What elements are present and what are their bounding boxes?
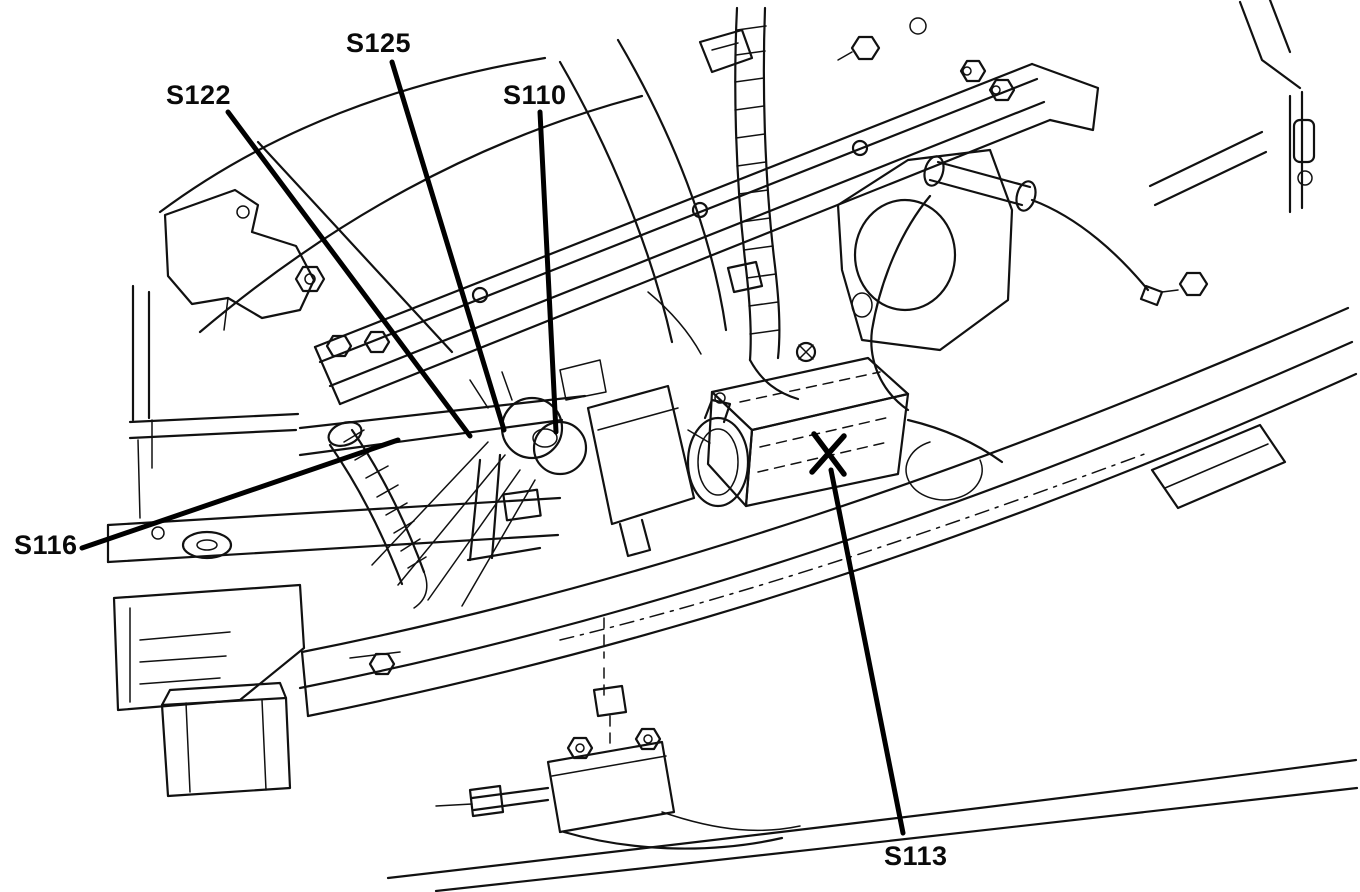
label-s125: S125 xyxy=(346,28,412,58)
junction-block xyxy=(706,356,1004,508)
relay-plate xyxy=(466,359,711,562)
bottom-body-lines xyxy=(386,758,1359,892)
bottom-fitting-assembly xyxy=(435,617,801,850)
top-left-bracket xyxy=(163,188,326,331)
fender-sweep-lines xyxy=(158,38,728,355)
leader-s113 xyxy=(828,467,906,836)
label-s113: S113 xyxy=(884,841,948,871)
harness-clamp xyxy=(686,392,750,508)
label-s122: S122 xyxy=(166,80,232,110)
shock-tower-panel xyxy=(836,17,1209,412)
label-s116: S116 xyxy=(14,530,78,560)
leader-lines xyxy=(79,59,906,836)
left-panel xyxy=(128,284,300,519)
label-s110: S110 xyxy=(503,80,567,110)
lower-frame-rail xyxy=(298,306,1358,718)
lower-left-brackets xyxy=(112,583,306,798)
leader-s122 xyxy=(225,109,473,439)
upper-frame-rail xyxy=(313,59,1100,406)
vertical-harness-tube xyxy=(698,6,817,401)
leader-s125 xyxy=(389,59,507,433)
x-marker-s113 xyxy=(809,431,847,477)
leader-s110 xyxy=(537,109,559,435)
right-body-edge xyxy=(1148,0,1316,214)
leader-s116 xyxy=(79,437,401,551)
